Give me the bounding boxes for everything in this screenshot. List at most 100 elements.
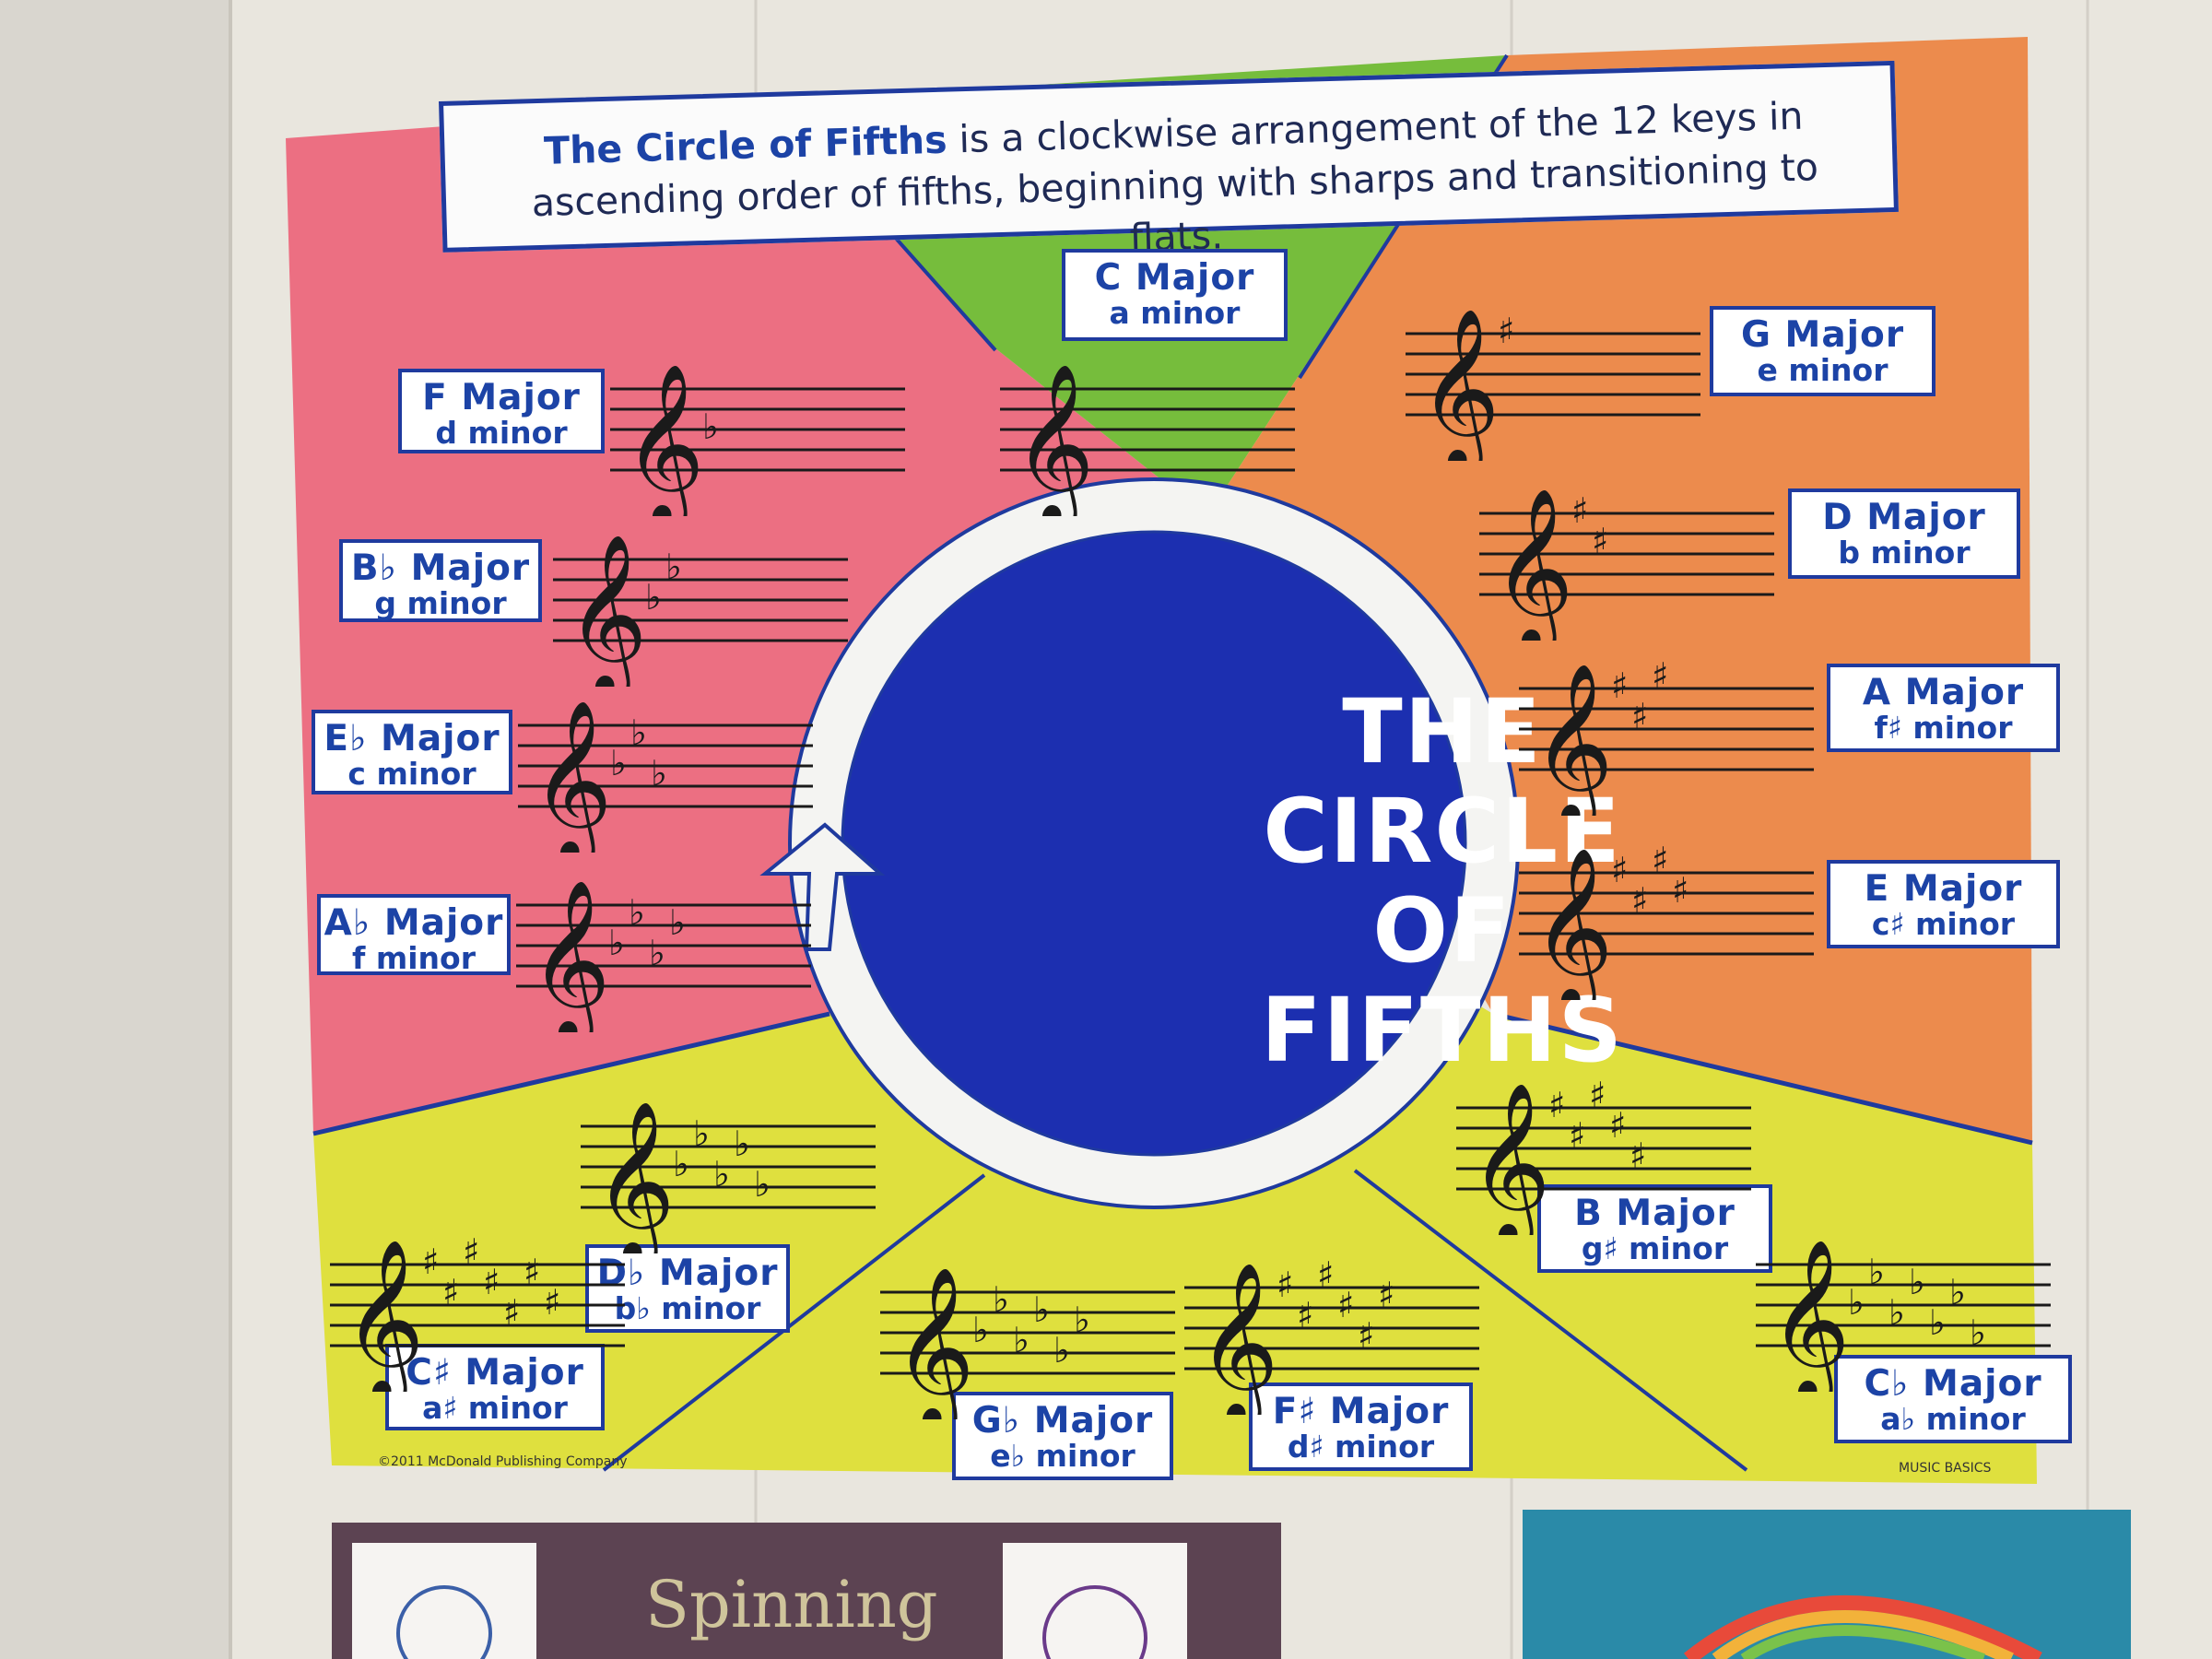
key-minor: a♭ minor [1880, 1401, 2026, 1437]
treble-clef-icon: 𝄞 [531, 700, 613, 853]
key-major: B Major [1574, 1193, 1735, 1234]
sharp-icon: ♯ [1672, 870, 1688, 911]
key-major: E Major [1864, 868, 2023, 910]
treble-clef-icon: 𝄞 [529, 879, 611, 1032]
flat-icon: ♭ [754, 1164, 771, 1205]
key-label-db: D♭ Major b♭ minor [585, 1244, 790, 1333]
key-label-e: E Major c♯ minor [1827, 860, 2060, 948]
treble-clef-icon: 𝄞 [566, 534, 648, 687]
sharp-icon: ♯ [1631, 880, 1648, 921]
flat-icon: ♭ [1848, 1282, 1865, 1323]
sharp-icon: ♯ [483, 1262, 500, 1302]
flat-icon: ♭ [713, 1154, 730, 1194]
treble-clef-icon: 𝄞 [1013, 363, 1095, 516]
spinning-artwork-text: Spinning [645, 1567, 938, 1642]
clockwise-arrow-icon [759, 822, 886, 951]
sharp-icon: ♯ [1609, 1105, 1626, 1146]
flat-icon: ♭ [610, 743, 627, 783]
treble-clef-icon: 𝄞 [1532, 663, 1614, 816]
key-minor: c♯ minor [1871, 906, 2016, 942]
key-label-b: B Major g♯ minor [1537, 1184, 1772, 1273]
key-major: A Major [1862, 672, 2025, 713]
rainbow-artwork [1523, 1510, 2131, 1659]
sharp-icon: ♯ [1592, 521, 1608, 561]
key-minor: a♯ minor [422, 1390, 568, 1426]
flat-icon: ♭ [1868, 1252, 1885, 1292]
flat-icon: ♭ [1053, 1330, 1070, 1371]
staff-f: 𝄞♭ [610, 363, 905, 516]
key-major: E♭ Major [324, 718, 500, 759]
key-label-fs: F♯ Major d♯ minor [1249, 1382, 1473, 1471]
center-title-line: THE [1342, 680, 1543, 783]
sharp-icon: ♯ [1571, 490, 1588, 531]
sharp-icon: ♯ [1358, 1315, 1374, 1356]
sharp-icon: ♯ [524, 1252, 540, 1292]
key-label-d: D Major b minor [1788, 488, 2020, 579]
treble-clef-icon: 𝄞 [893, 1266, 975, 1419]
staff-cb: 𝄞♭♭♭♭♭♭♭ [1756, 1239, 2051, 1392]
sharp-icon: ♯ [422, 1241, 439, 1282]
key-minor: g♯ minor [1581, 1230, 1729, 1266]
key-minor: e♭ minor [990, 1438, 1135, 1474]
key-label-cs: C♯ Major a♯ minor [385, 1344, 605, 1430]
staff-d: 𝄞♯♯ [1479, 488, 1774, 641]
sharp-icon: ♯ [1631, 696, 1648, 736]
key-major: F Major [422, 377, 581, 418]
key-major: C♭ Major [1864, 1363, 2042, 1405]
treble-clef-icon: 𝄞 [623, 363, 705, 516]
sharp-icon: ♯ [1611, 665, 1628, 706]
flat-icon: ♭ [1929, 1302, 1946, 1343]
sharp-icon: ♯ [1317, 1254, 1334, 1295]
flat-icon: ♭ [673, 1144, 689, 1184]
key-minor: f♯ minor [1874, 710, 2013, 746]
flat-icon: ♭ [1013, 1320, 1030, 1360]
key-minor: e minor [1757, 352, 1888, 388]
key-major: G Major [1740, 314, 1905, 356]
key-minor: d♯ minor [1287, 1429, 1435, 1465]
key-major: G♭ Major [971, 1400, 1154, 1441]
treble-clef-icon: 𝄞 [1769, 1239, 1851, 1392]
sharp-icon: ♯ [1652, 840, 1668, 880]
sharp-icon: ♯ [1569, 1115, 1585, 1156]
flat-icon: ♭ [734, 1124, 750, 1164]
key-label-bb: B♭ Major g minor [339, 539, 542, 622]
key-label-a: A Major f♯ minor [1827, 664, 2060, 752]
key-minor: d minor [435, 415, 568, 451]
flat-icon: ♭ [693, 1113, 710, 1154]
key-major: C♯ Major [406, 1352, 584, 1394]
flat-icon: ♭ [629, 892, 645, 933]
sharp-icon: ♯ [1378, 1275, 1394, 1315]
staff-ab: 𝄞♭♭♭♭ [516, 879, 811, 1032]
flat-icon: ♭ [1888, 1292, 1905, 1333]
series-text: MUSIC BASICS [1899, 1461, 1992, 1476]
flat-icon: ♭ [702, 406, 719, 447]
staff-eb: 𝄞♭♭♭ [518, 700, 813, 853]
flat-icon: ♭ [630, 712, 647, 753]
treble-clef-icon: 𝄞 [1532, 847, 1614, 1000]
key-label-gb: G♭ Major e♭ minor [952, 1392, 1173, 1480]
center-title: THE CIRCLE OF FIFTHS [1240, 682, 1645, 1080]
treble-clef-icon: 𝄞 [1492, 488, 1574, 641]
staff-g: 𝄞♯ [1406, 308, 1700, 461]
key-major: A♭ Major [324, 902, 504, 944]
key-minor: b minor [1838, 535, 1971, 571]
key-major: D Major [1822, 497, 1986, 538]
copyright-text: ©2011 McDonald Publishing Company [378, 1454, 628, 1469]
center-title-line: OF [1372, 879, 1512, 982]
sharp-icon: ♯ [1611, 850, 1628, 890]
key-major: B♭ Major [350, 547, 531, 589]
key-label-cb: C♭ Major a♭ minor [1834, 1355, 2072, 1443]
treble-clef-icon: 𝄞 [1418, 308, 1500, 461]
sharp-icon: ♯ [544, 1282, 560, 1323]
staff-cs: 𝄞♯♯♯♯♯♯♯ [330, 1231, 625, 1392]
sharp-icon: ♯ [1337, 1285, 1354, 1325]
sharp-icon: ♯ [1589, 1075, 1606, 1115]
treble-clef-icon: 𝄞 [1469, 1082, 1551, 1235]
key-minor: f minor [352, 940, 476, 976]
flat-icon: ♭ [669, 902, 686, 943]
staff-bb: 𝄞♭♭ [553, 534, 848, 687]
center-title-line: FIFTHS [1261, 979, 1624, 1082]
treble-clef-icon: 𝄞 [343, 1239, 425, 1392]
poster-title-bold: The Circle of Fifths [543, 117, 948, 173]
flat-icon: ♭ [651, 753, 667, 794]
